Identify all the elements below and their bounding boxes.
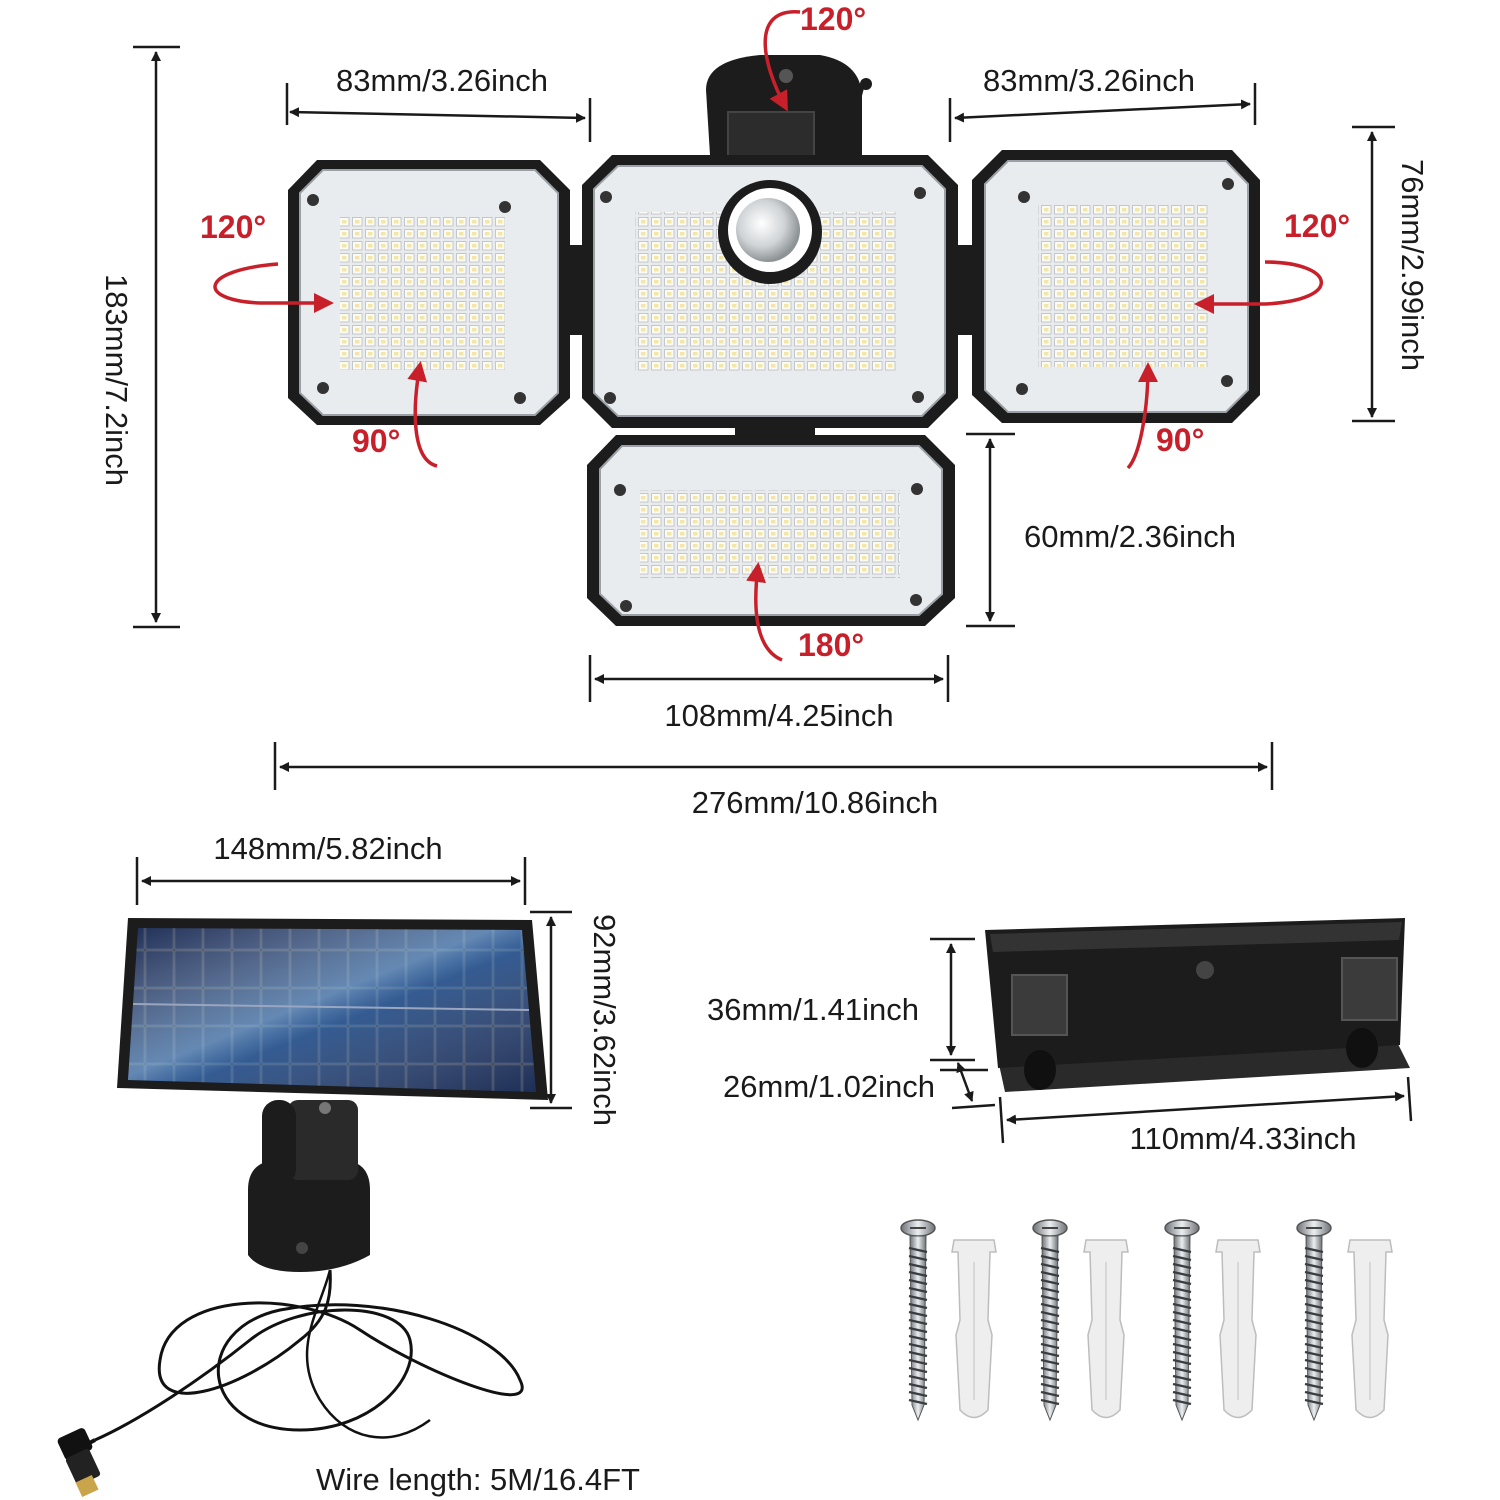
top-rotation-label: 120° — [800, 1, 866, 37]
left-rotation-arrow-h — [213, 262, 334, 313]
left-light-head — [288, 160, 570, 425]
right-light-head — [972, 150, 1260, 423]
bracket-base-height-dimension-line — [956, 1062, 974, 1102]
wall-anchor-icon — [1083, 1239, 1129, 1419]
screw-icon — [1164, 1219, 1200, 1422]
lamp-dimensions — [133, 45, 1395, 790]
bracket-dimensions — [930, 937, 1413, 1144]
top-mount-bracket — [706, 55, 872, 157]
wall-anchor-icon — [1215, 1239, 1261, 1419]
right-width-label: 83mm/3.26inch — [983, 63, 1195, 98]
wire-length-label: Wire length: 5M/16.4FT — [316, 1462, 640, 1497]
bottom-light-head — [587, 435, 955, 626]
bottom-rotation-label: 180° — [798, 627, 864, 663]
bracket-back-height-label: 36mm/1.41inch — [707, 992, 919, 1027]
solar-cable — [94, 1269, 524, 1442]
screw-icon — [900, 1219, 936, 1422]
right-rotation-arrow-h — [1194, 260, 1323, 314]
mounting-hardware — [900, 1219, 1393, 1422]
solar-panel-icon — [57, 918, 548, 1498]
bracket-width-dimension-line — [1006, 1091, 1405, 1125]
bracket-width-label: 110mm/4.33inch — [1130, 1121, 1357, 1156]
screw-icon — [1296, 1219, 1332, 1422]
center-light-head — [582, 155, 958, 428]
screw-icon — [1032, 1219, 1068, 1422]
solar-height-label: 92mm/3.62inch — [587, 914, 622, 1126]
right-rotation-label-v: 90° — [1156, 422, 1204, 458]
rotation-indicators — [213, 10, 1323, 662]
solar-panel-stand — [248, 1100, 370, 1272]
bottom-height-label: 60mm/2.36inch — [1024, 519, 1236, 554]
total-height-label: 183mm/7.2inch — [99, 274, 134, 486]
wall-bracket-icon — [985, 918, 1410, 1092]
dc-cable-icon — [57, 1428, 101, 1498]
right-rotation-label-h: 120° — [1284, 208, 1350, 244]
rotation-labels: 120° 120° 90° 120° 90° 180° — [200, 1, 1350, 663]
solar-light-unit: 120° 120° 90° 120° 90° 180° 83mm/3.26inc — [99, 1, 1430, 820]
pir-motion-sensor-icon — [718, 180, 822, 284]
left-rotation-label-v: 90° — [352, 423, 400, 459]
solar-dimensions — [135, 857, 572, 1110]
bottom-rotation-arrow — [746, 562, 783, 662]
right-rotation-arrow-v — [1126, 362, 1158, 470]
bracket-base-height-label: 26mm/1.02inch — [723, 1069, 935, 1104]
right-width-dimension-line — [954, 99, 1251, 123]
side-height-label: 76mm/2.99inch — [1395, 159, 1430, 371]
top-rotation-arrow — [763, 10, 801, 112]
lamp-dimension-labels: 83mm/3.26inch 83mm/3.26inch 76mm/2.99inc… — [99, 63, 1430, 820]
center-width-label: 108mm/4.25inch — [664, 698, 893, 733]
left-rotation-label-h: 120° — [200, 209, 266, 245]
left-rotation-arrow-v — [407, 361, 438, 468]
wall-anchor-icon — [951, 1239, 997, 1419]
total-width-label: 276mm/10.86inch — [692, 785, 938, 820]
left-width-label: 83mm/3.26inch — [336, 63, 548, 98]
left-width-dimension-line — [289, 107, 586, 123]
wall-anchor-icon — [1347, 1239, 1393, 1419]
solar-width-label: 148mm/5.82inch — [213, 831, 442, 866]
